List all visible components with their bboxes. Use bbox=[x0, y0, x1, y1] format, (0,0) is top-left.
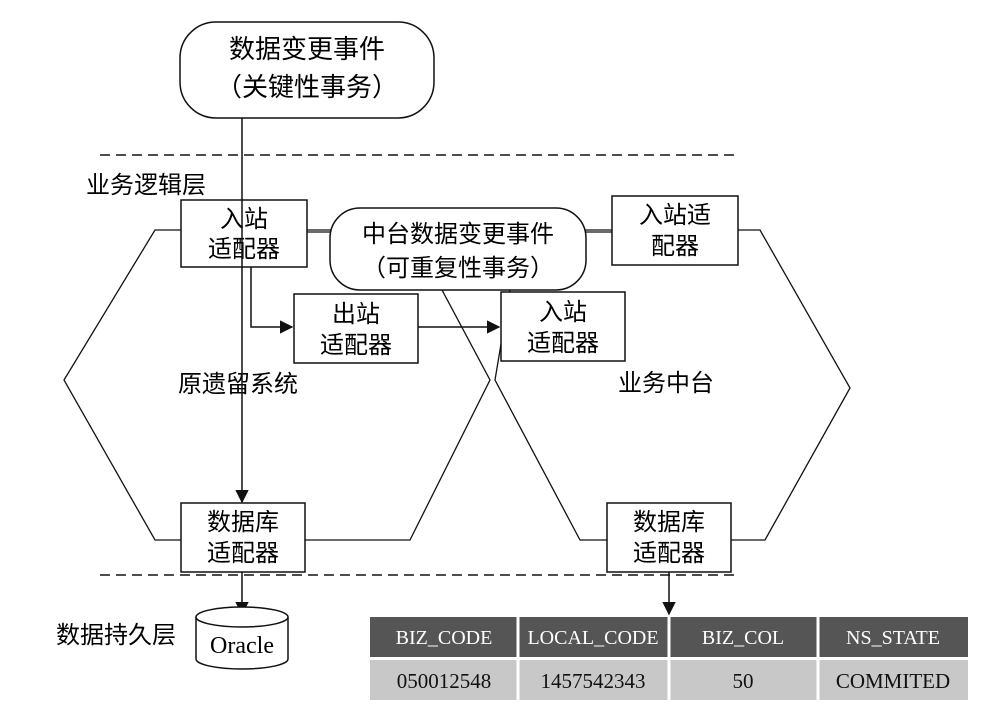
middle-event-line2: （可重复性事务） bbox=[362, 254, 554, 282]
table-header-local-code: LOCAL_CODE bbox=[527, 627, 658, 649]
platform-db-adapter bbox=[606, 502, 732, 573]
platform-inbound-top-line1: 入站适 bbox=[639, 201, 711, 229]
legacy-db-adapter-line2: 适配器 bbox=[207, 539, 279, 567]
top-event-box bbox=[179, 21, 435, 119]
table-cell-biz-col: 50 bbox=[733, 669, 754, 693]
platform-hexagon bbox=[494, 229, 851, 541]
table-cell-biz-code: 050012548 bbox=[397, 669, 492, 693]
table-cell-ns-state: COMMITED bbox=[836, 669, 950, 693]
platform-db-adapter-line2: 适配器 bbox=[633, 539, 705, 567]
logic-layer-label: 业务逻辑层 bbox=[86, 171, 206, 199]
platform-inbound-top-adapter bbox=[611, 195, 739, 266]
oracle-label: Oracle bbox=[210, 633, 274, 659]
inbound-to-outbound-arrow bbox=[250, 267, 294, 334]
platform-db-adapter-line1: 数据库 bbox=[633, 508, 705, 536]
persistence-layer-label: 数据持久层 bbox=[56, 621, 176, 649]
platform-label: 业务中台 bbox=[618, 369, 714, 397]
platform-inbound-line2: 适配器 bbox=[527, 329, 599, 357]
legacy-outbound-adapter bbox=[293, 293, 419, 364]
platform-inbound-adapter bbox=[500, 291, 626, 362]
top-event-line1: 数据变更事件 bbox=[229, 35, 385, 65]
data-table: BIZ_CODE LOCAL_CODE BIZ_COL NS_STATE 050… bbox=[370, 617, 968, 700]
platform-inbound-top-line2: 配器 bbox=[651, 232, 699, 260]
top-event-line2: （关键性事务） bbox=[216, 73, 398, 103]
oracle-database-icon bbox=[195, 606, 289, 670]
legacy-inbound-line2: 适配器 bbox=[208, 235, 280, 263]
legacy-db-adapter bbox=[180, 502, 306, 573]
platform-inbound-line1: 入站 bbox=[539, 298, 587, 326]
table-header-biz-code: BIZ_CODE bbox=[396, 627, 493, 649]
table-header-ns-state: NS_STATE bbox=[846, 627, 940, 649]
legacy-outbound-line2: 适配器 bbox=[320, 331, 392, 359]
legacy-inbound-line1: 入站 bbox=[220, 205, 268, 233]
legacy-system-label: 原遗留系统 bbox=[178, 370, 298, 398]
middle-event-box bbox=[329, 207, 587, 291]
legacy-db-adapter-line1: 数据库 bbox=[207, 508, 279, 536]
legacy-outbound-line1: 出站 bbox=[332, 300, 380, 328]
middle-event-line1: 中台数据变更事件 bbox=[362, 220, 554, 248]
table-header-biz-col: BIZ_COL bbox=[702, 627, 784, 649]
table-cell-local-code: 1457542343 bbox=[541, 669, 646, 693]
legacy-inbound-adapter bbox=[180, 199, 308, 268]
